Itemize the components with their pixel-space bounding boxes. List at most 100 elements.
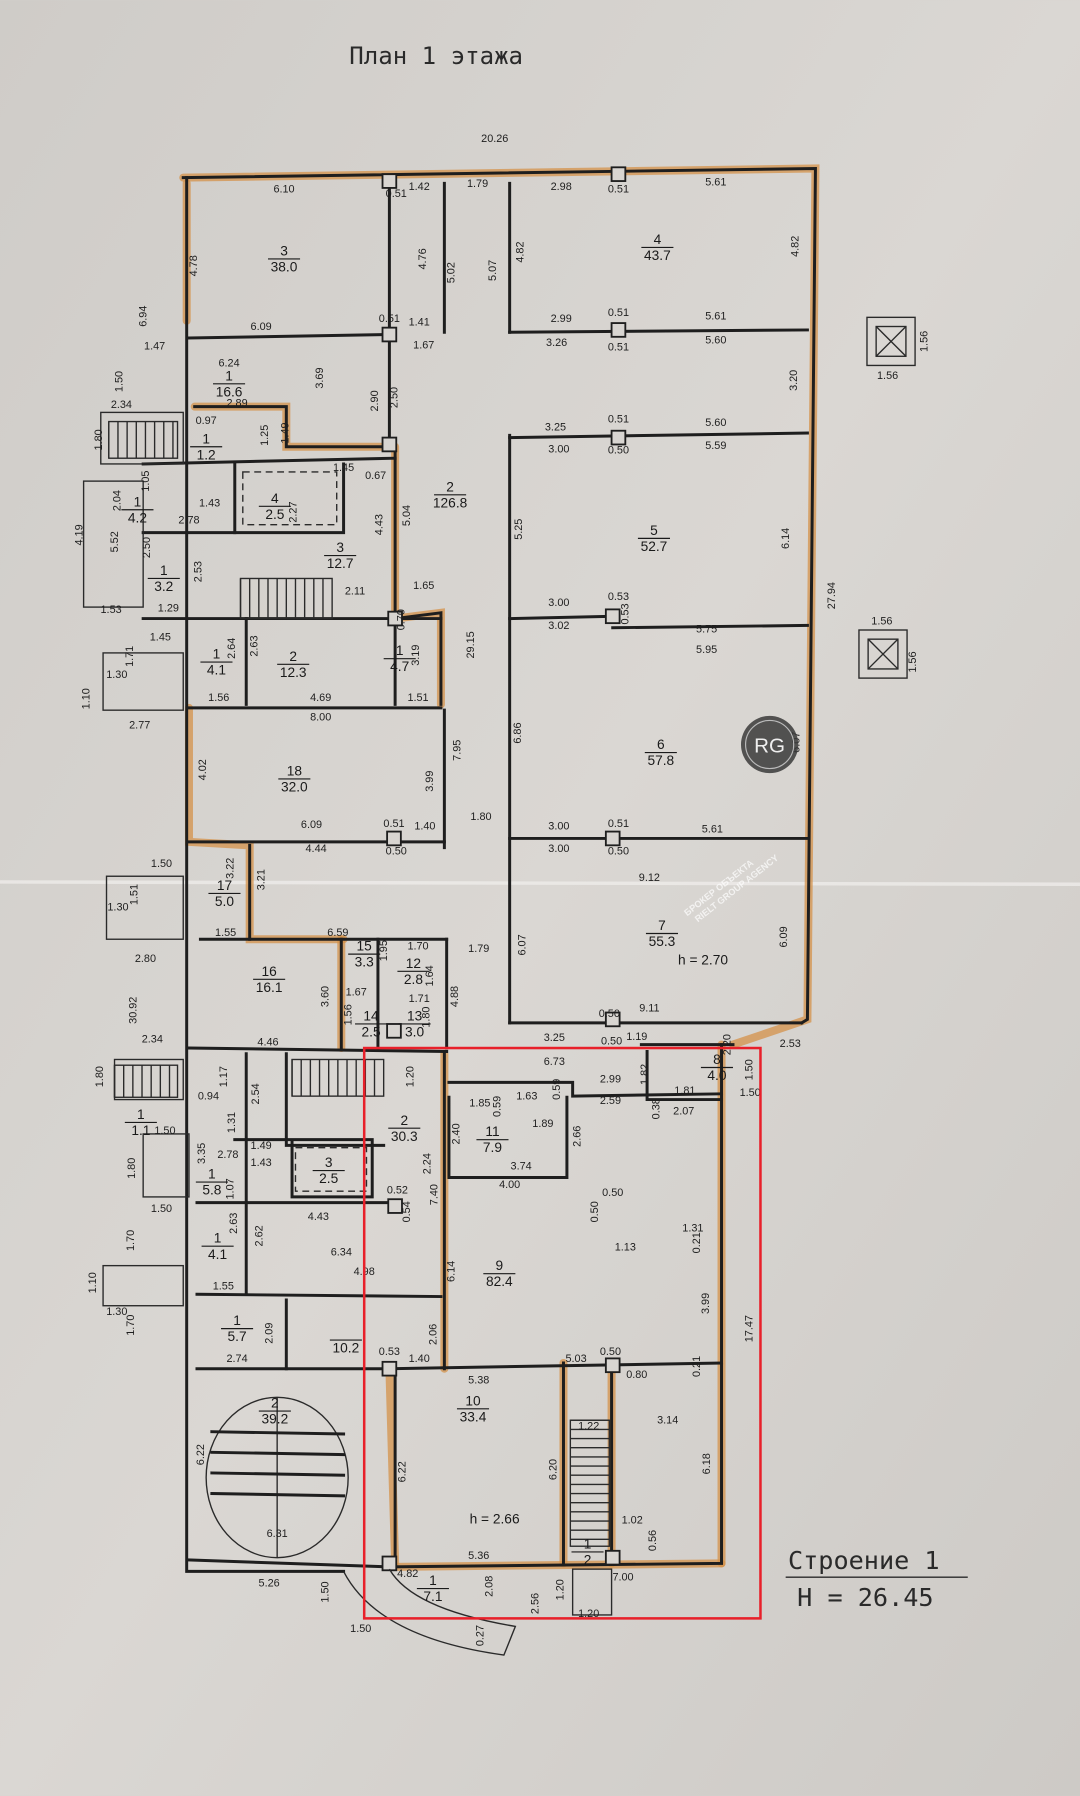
dimension-label: 2.53 [780,1038,801,1050]
room-area: 7.9 [483,1140,502,1155]
dimension-label: 5.61 [705,177,726,189]
dimension-label: 6.22 [195,1444,207,1465]
dimension-label: 0.27 [474,1625,486,1646]
room-area: 16.1 [256,980,283,995]
dimension-label: 4.00 [499,1179,520,1191]
dimension-label: 1.31 [682,1222,703,1234]
dimension-label: 1.50 [743,1059,755,1080]
svg-text:RG: RG [754,735,785,758]
room-number: 4 [654,232,662,247]
building-height: H = 26.45 [797,1583,933,1612]
room-label: 175.0 [208,878,241,909]
room-label: 312.7 [324,540,357,571]
dimension-label: 3.20 [788,370,800,391]
walls [141,166,817,1573]
room-area: 3.3 [355,955,374,970]
dimension-label: 1.43 [199,497,220,509]
room-label: 13.2 [147,563,180,594]
room-area: 126.8 [433,495,468,510]
dimension-label: 5.60 [705,335,726,347]
shaft-box [866,316,916,367]
dimension-label: 1.79 [468,943,489,955]
room-label: 443.7 [641,232,674,263]
room-area: 39.2 [262,1412,289,1427]
dimension-label: 5.03 [565,1353,586,1365]
wall [508,614,615,621]
dimension-label: 4.82 [514,241,526,262]
room-number: 1 [137,1107,145,1122]
dimension-label: 1.50 [154,1125,175,1137]
wall [187,333,391,340]
room-label: 153.3 [348,939,381,970]
room-label: 84.0 [700,1052,733,1083]
dimension-label: 2.40 [450,1123,462,1144]
dimension-label: 17.47 [743,1315,755,1342]
entrance-porch [142,1133,190,1198]
dimension-label: 3.00 [548,843,569,855]
column-marker [381,1360,398,1377]
room-number: 2 [446,479,454,494]
room-number: 15 [357,939,373,954]
room-label: 14.7 [383,643,416,674]
wall [508,431,809,440]
dimension-label: 6.14 [446,1261,458,1282]
dimension-label: 0.51 [608,307,629,319]
dimension-label: 1.19 [626,1031,647,1043]
dimension-label: 3.26 [546,337,567,349]
dimension-label: 6.34 [331,1246,352,1258]
room-area: 3.2 [154,579,173,594]
dimension-label: 2.06 [427,1324,439,1345]
dimension-label: 1.50 [740,1087,761,1099]
room-label: 15.7 [221,1313,254,1344]
dimension-label: 1.64 [424,965,436,986]
room-area: 5.7 [228,1329,247,1344]
ceiling-height-label: h = 2.70 [678,952,728,967]
dimension-label: 1.25 [259,425,271,446]
dimension-label: 1.07 [225,1178,237,1199]
room-area: 33.4 [460,1409,487,1424]
dimension-label: 0.94 [198,1091,219,1103]
dimension-label: 0.21 [691,1356,703,1377]
room-label: 42.5 [258,491,291,522]
dimension-label: 9.12 [639,872,660,884]
room-area: 32.0 [281,779,308,794]
dimension-label: 1.65 [413,580,434,592]
room-label: 116.6 [213,368,246,399]
dimension-label: 1.45 [150,631,171,643]
dimension-label: 3.99 [424,771,436,792]
room-number: 3 [280,243,288,258]
dimension-label: 1.82 [639,1064,651,1085]
room-label: 552.7 [637,523,670,554]
dimension-label: 1.45 [333,462,354,474]
room-number: 16 [262,964,278,979]
room-number: 1 [202,431,210,446]
room-label: 212.3 [277,649,310,680]
dimension-label: 1.70 [407,941,428,953]
room-area: 4.0 [707,1068,726,1083]
column-marker [604,1549,621,1566]
dimension-label: 7.95 [451,740,463,761]
dimension-label: 1.89 [532,1118,553,1130]
room-label: 982.4 [483,1258,516,1289]
paper-fold [0,880,1080,886]
wall [181,166,817,1025]
dimension-label: 1.40 [414,820,435,832]
room-label: 239.2 [258,1396,291,1427]
room-label: 133.0 [398,1009,431,1040]
dimension-label: 1.71 [409,993,430,1005]
room-area: 5.0 [215,894,234,909]
elevator-icon [294,1146,368,1192]
dimension-label: 5.95 [696,644,717,656]
building-name: Строение 1 [788,1546,940,1575]
dimension-label: 1.29 [158,603,179,615]
dimension-label: 0.50 [599,1008,620,1020]
dimension-label: 6.73 [544,1056,565,1068]
room-number: 1 [134,494,142,509]
room-label: 14.2 [121,494,154,525]
room-number: 14 [363,1009,379,1024]
dimension-label: 1.30 [106,669,127,681]
column-marker [381,326,398,343]
room-label: 142.5 [355,1009,388,1040]
